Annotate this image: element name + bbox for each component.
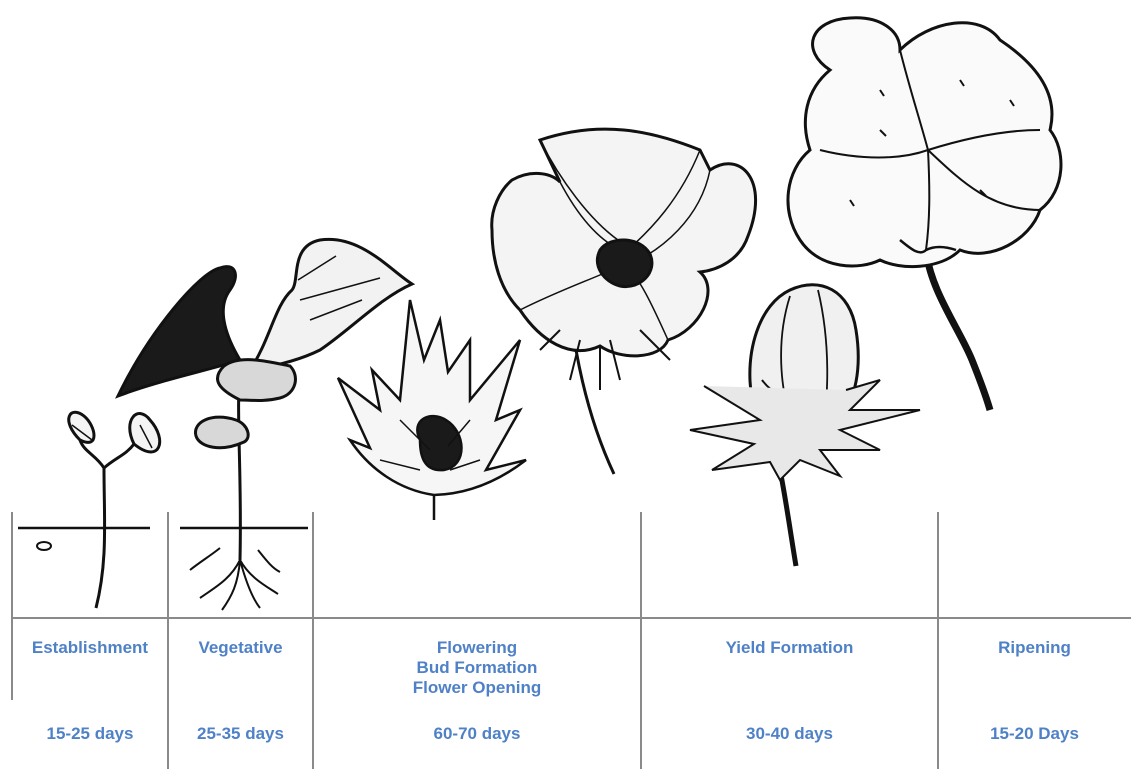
stage-flowering-duration: 60-70 days [313,724,641,743]
seedling-icon [18,412,160,608]
stage-yield-formation-label: Yield Formation [641,638,938,657]
stage-flowering-label: Flowering [313,638,641,657]
stage-establishment-label: Establishment [12,638,168,657]
stage-yield-formation-duration: 30-40 days [641,724,938,743]
flower-bud-icon [338,300,526,520]
boll-icon [690,285,920,566]
stage-flowering-sub-bud-label: Bud Formation [313,658,641,677]
open-flower-icon [492,129,756,474]
stage-vegetative-label: Vegetative [168,638,313,657]
stage-vegetative-duration: 25-35 days [168,724,313,743]
stage-ripening-duration: 15-20 Days [938,724,1131,743]
stage-establishment-duration: 15-25 days [12,724,168,743]
stage-flowering-sub-opening-label: Flower Opening [313,678,641,697]
stage-ripening-label: Ripening [938,638,1131,657]
